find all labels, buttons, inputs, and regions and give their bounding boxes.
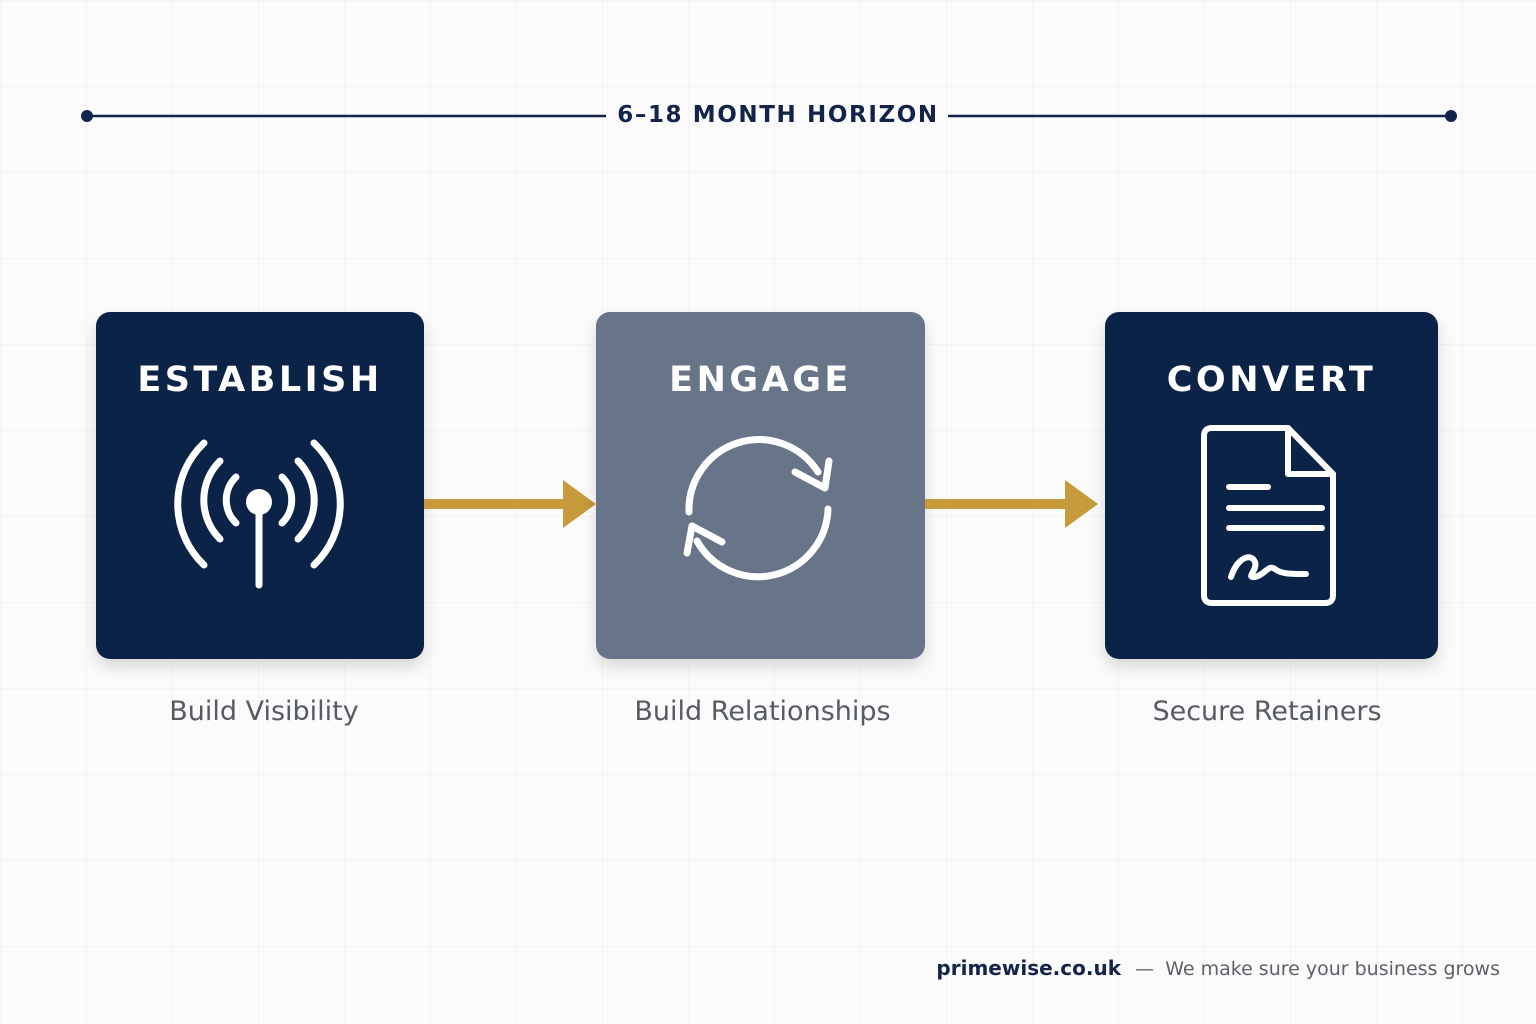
stage-card-engage: ENGAGE	[596, 312, 925, 659]
flow-arrow-establish-to-engage	[424, 480, 596, 528]
stage-caption-engage: Build Relationships	[634, 696, 891, 727]
footer: primewise.co.uk — We make sure your busi…	[936, 953, 1500, 985]
signal-broadcast-icon	[174, 439, 344, 589]
footer-separator: —	[1135, 958, 1155, 980]
flow-arrow-engage-to-convert	[925, 480, 1098, 528]
timeline-end-dot	[1445, 110, 1457, 122]
stage-card-convert: CONVERT	[1105, 312, 1438, 659]
stage-title-establish: ESTABLISH	[137, 360, 383, 400]
footer-tagline: We make sure your business grows	[1165, 958, 1500, 980]
stage-title-convert: CONVERT	[1166, 360, 1377, 400]
footer-brand: primewise.co.uk	[936, 956, 1121, 980]
timeline: 6–18 MONTH HORIZON	[0, 0, 1536, 200]
timeline-label: 6–18 MONTH HORIZON	[617, 102, 939, 128]
stage-card-establish: ESTABLISH	[96, 312, 424, 659]
signed-document-icon	[1201, 425, 1336, 606]
stage-caption-establish: Build Visibility	[169, 696, 359, 727]
stage-title-engage: ENGAGE	[669, 360, 852, 400]
stage-caption-convert: Secure Retainers	[1152, 696, 1382, 727]
refresh-cycle-icon	[683, 436, 833, 581]
timeline-rule	[81, 110, 1457, 122]
